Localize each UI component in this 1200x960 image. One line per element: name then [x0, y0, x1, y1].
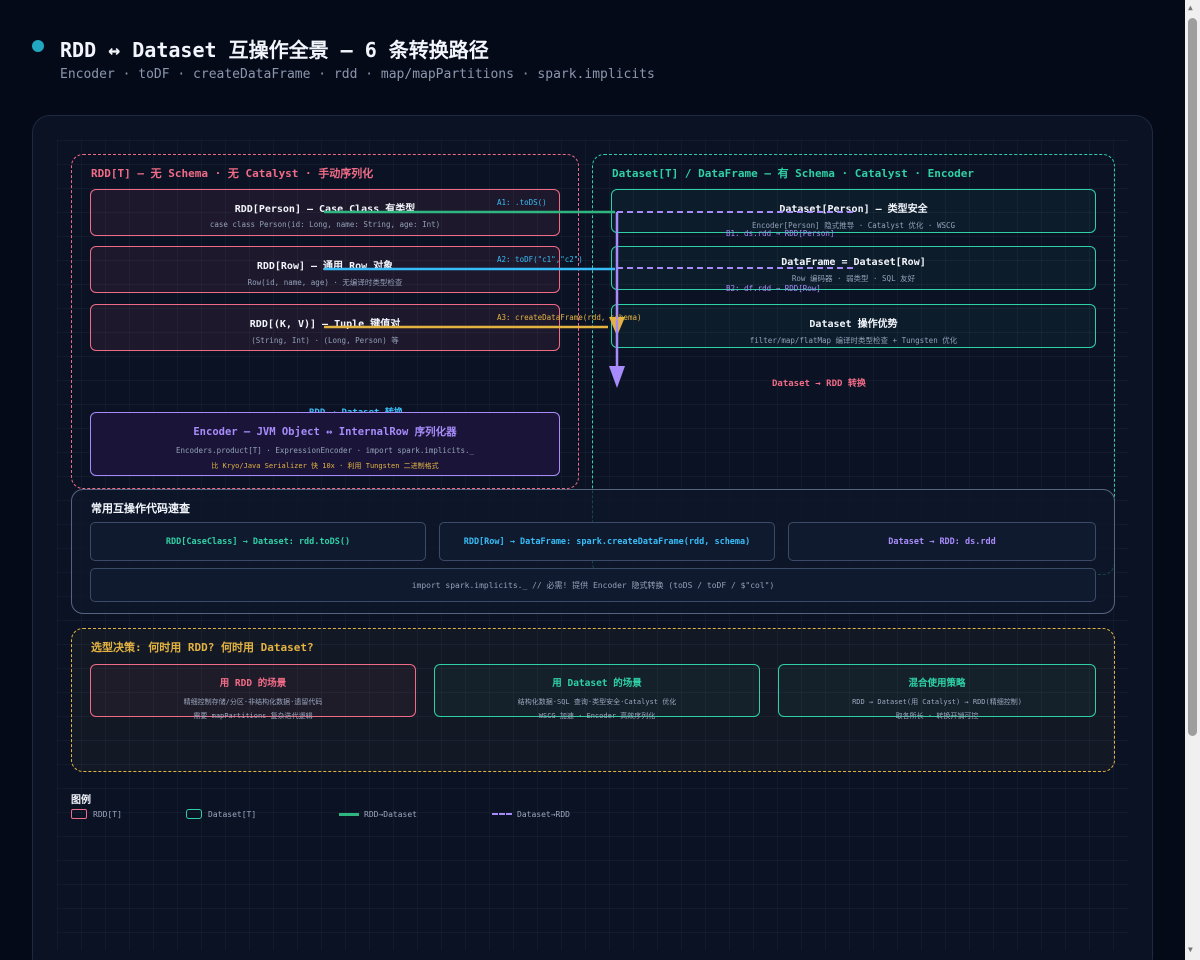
rdd-row-sub: Row(id, name, age) · 无编译时类型检查: [247, 278, 403, 287]
encoder-box[interactable]: Encoder — JVM Object ↔ InternalRow 序列化器 …: [90, 412, 560, 476]
arrow-b2-label: B2: df.rdd → RDD[Row]: [726, 284, 821, 293]
decision-card-dataset-line2: WSCG 加速 · Encoder 高效序列化: [538, 712, 656, 720]
legend-rdd-label: RDD[T]: [93, 810, 122, 819]
encoder-line1: Encoders.product[T] · ExpressionEncoder …: [175, 446, 474, 455]
rdd-row-title: RDD[Row] — 通用 Row 对象: [256, 261, 394, 272]
scroll-down-icon[interactable]: ▼: [1188, 945, 1193, 954]
code-dataset-to-rdd[interactable]: Dataset → RDD: ds.rdd: [788, 522, 1096, 561]
conversion-arrows: [324, 210, 853, 388]
code-import-note[interactable]: import spark.implicits._ // 必需! 提供 Encod…: [90, 568, 1096, 602]
decision-region: [71, 628, 1115, 772]
code-row-to-dataframe[interactable]: RDD[Row] → DataFrame: spark.createDataFr…: [439, 522, 775, 561]
code-rdd-to-dataset[interactable]: RDD[CaseClass] → Dataset: rdd.toDS(): [90, 522, 426, 561]
dataset-person-title: Dataset[Person] — 类型安全: [779, 204, 928, 215]
arrow-a1-label: A1: .toDS(): [497, 198, 547, 207]
arrow-a2-label: A2: toDF("c1","c2"): [497, 255, 583, 264]
decision-card-dataset-title: 用 Dataset 的场景: [552, 678, 642, 689]
dataset-region-label: Dataset[T] / DataFrame — 有 Schema · Cata…: [612, 167, 974, 180]
legend-dataset-to-rdd-swatch: [492, 813, 512, 815]
rdd-tuple-title: RDD[(K, V)] — Tuple 键值对: [249, 319, 401, 330]
decision-card-rdd[interactable]: 用 RDD 的场景 精细控制存储/分区·非结构化数据·遗留代码 需要 mapPa…: [90, 664, 416, 720]
legend-title: 图例: [71, 795, 91, 806]
rdd-region: [71, 154, 579, 489]
dataset-advantage-sub: filter/map/flatMap 编译时类型检查 + Tungsten 优化: [749, 336, 958, 345]
cheatsheet-title: 常用互操作代码速查: [91, 502, 190, 515]
encoder-title: Encoder — JVM Object ↔ InternalRow 序列化器: [193, 426, 457, 438]
page-subtitle: Encoder · toDF · createDataFrame · rdd ·…: [60, 67, 655, 82]
header-bullet-icon: [32, 40, 44, 52]
dataframe-sub: Row 编码器 · 弱类型 · SQL 友好: [791, 274, 916, 283]
dataframe-title: DataFrame = Dataset[Row]: [781, 257, 926, 268]
decision-card-rdd-line1: 精细控制存储/分区·非结构化数据·遗留代码: [183, 698, 323, 706]
arrow-a3-label: A3: createDataFrame(rdd, schema): [497, 313, 642, 322]
dataset-person-sub: Encoder[Person] 隐式推导 · Catalyst 优化 · WSC…: [751, 221, 956, 230]
decision-card-hybrid[interactable]: 混合使用策略 RDD → Dataset(用 Catalyst) → RDD(精…: [778, 664, 1096, 720]
rdd-region-label: RDD[T] — 无 Schema · 无 Catalyst · 手动序列化: [91, 167, 374, 180]
rdd-person-title: RDD[Person] — Case Class 有类型: [234, 204, 416, 215]
scrollbar-thumb[interactable]: [1188, 18, 1197, 736]
rdd-person-sub: case class Person(id: Long, name: String…: [209, 220, 441, 229]
rdd-tuple-sub: (String, Int) · (Long, Person) 等: [251, 336, 399, 345]
legend-dataset-label: Dataset[T]: [208, 810, 257, 819]
decision-card-rdd-title: 用 RDD 的场景: [219, 678, 287, 689]
legend-rdd-swatch: [71, 809, 87, 819]
dataset-advantage-box[interactable]: Dataset 操作优势 filter/map/flatMap 编译时类型检查 …: [611, 304, 1096, 348]
legend-dataset-swatch: [186, 809, 202, 819]
decision-card-hybrid-line1: RDD → Dataset(用 Catalyst) → RDD(精细控制): [852, 698, 1022, 706]
decision-title: 选型决策: 何时用 RDD? 何时用 Dataset?: [91, 641, 314, 654]
scroll-up-icon[interactable]: ▲: [1188, 3, 1193, 12]
decision-card-hybrid-title: 混合使用策略: [908, 678, 966, 689]
decision-card-hybrid-line2: 取各所长 · 转换开销可控: [895, 712, 979, 720]
encoder-line2: 比 Kryo/Java Serializer 快 10x · 利用 Tungst…: [211, 462, 439, 470]
page-title: RDD ↔ Dataset 互操作全景 — 6 条转换路径: [60, 38, 489, 62]
legend-rdd-to-dataset-label: RDD→Dataset: [364, 810, 417, 819]
legend-dataset-to-rdd-label: Dataset→RDD: [517, 810, 570, 819]
decision-card-dataset[interactable]: 用 Dataset 的场景 结构化数据·SQL 查询·类型安全·Catalyst…: [434, 664, 760, 720]
vertical-scrollbar[interactable]: ▲ ▼: [1185, 0, 1200, 960]
legend-rdd-to-dataset-swatch: [339, 813, 359, 816]
decision-card-dataset-line1: 结构化数据·SQL 查询·类型安全·Catalyst 优化: [517, 698, 677, 706]
diagram-canvas: RDD[T] — 无 Schema · 无 Catalyst · 手动序列化 R…: [32, 115, 1153, 960]
decision-card-rdd-line2: 需要 mapPartitions 复杂迭代逻辑: [193, 712, 313, 720]
arrow-down-head: [609, 366, 625, 388]
dataset-advantage-title: Dataset 操作优势: [809, 319, 898, 330]
dataset-to-rdd-label: Dataset → RDD 转换: [772, 379, 866, 389]
arrow-b1-label: B1: ds.rdd → RDD[Person]: [726, 229, 835, 238]
